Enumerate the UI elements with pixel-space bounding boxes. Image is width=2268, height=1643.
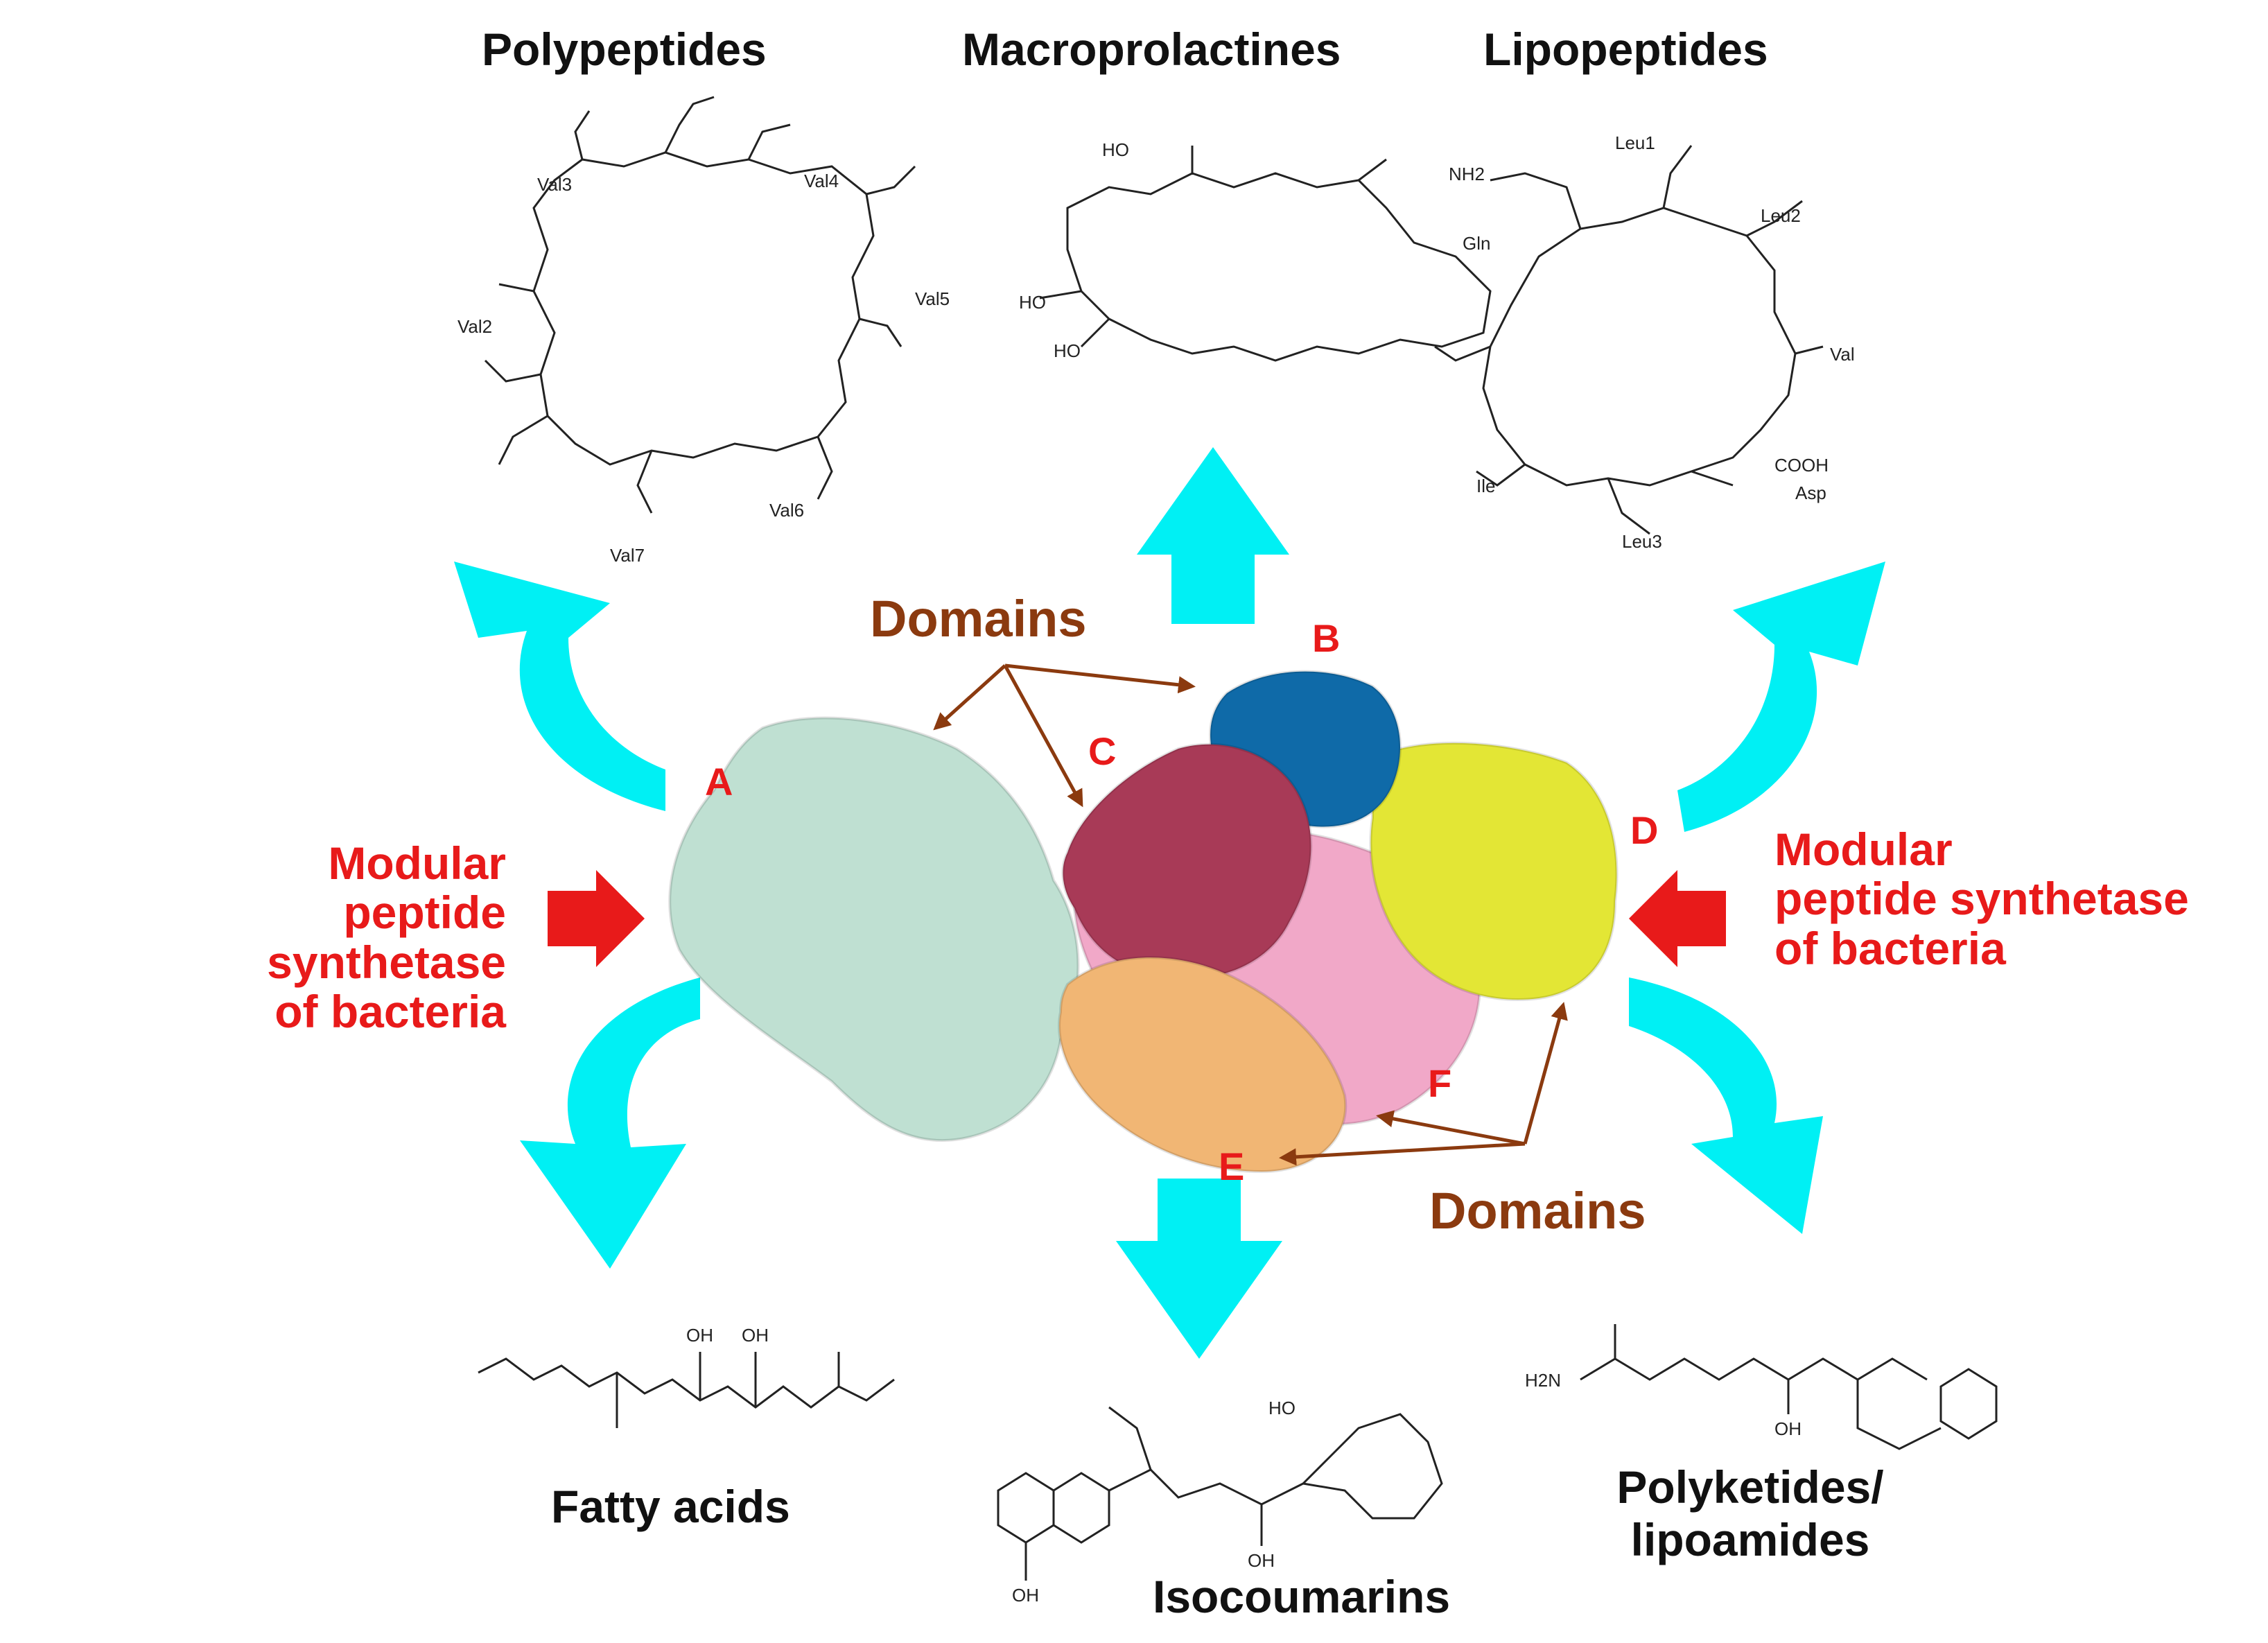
red-arrow-right (1629, 870, 1726, 967)
lipopeptides-structure: NH2 Gln Leu1 Leu2 Val Ile COOH Asp Leu3 (1434, 132, 1855, 552)
pointer-to-C (1003, 664, 1083, 808)
modular-label-left: Modular peptide synthetase of bacteria (118, 837, 506, 1037)
label-iso-oh-2: OH (1248, 1550, 1275, 1571)
pointer-to-A (933, 664, 1006, 731)
label-domains-bottom: Domains (1429, 1182, 1646, 1240)
label-polyketides-line2: lipoamides (1630, 1513, 1870, 1565)
label-iso-ho: HO (1268, 1398, 1296, 1418)
arrow-curve-upper-right (1677, 562, 1885, 832)
label-h2n: H2N (1525, 1370, 1561, 1391)
isocoumarins-structure: HO OH OH (997, 1398, 1443, 1606)
label-cooh: COOH (1774, 455, 1829, 476)
modular-right-line2: peptide synthetase (1774, 873, 2189, 925)
pointer-to-D (1523, 1002, 1568, 1145)
label-leu1: Leu1 (1615, 132, 1655, 153)
domain-D-shape (1369, 741, 1619, 1001)
polypeptides-structure: Val3 Val4 Val5 Val2 Val6 Val7 (457, 96, 950, 566)
domain-letter-F: F (1428, 1061, 1452, 1105)
label-val3: Val3 (537, 174, 572, 195)
modular-right-line1: Modular (1774, 824, 1953, 875)
domain-letter-D: D (1630, 808, 1659, 852)
label-val7: Val7 (610, 545, 645, 566)
modular-left-line1: Modular (328, 837, 506, 889)
label-leu3: Leu3 (1622, 531, 1662, 552)
domain-letter-E: E (1219, 1145, 1245, 1188)
label-val4: Val4 (804, 171, 839, 191)
label-polyketides-line1: Polyketides/ (1616, 1461, 1884, 1513)
modular-label-right: Modular peptide synthetase of bacteria (1774, 824, 2260, 974)
red-arrow-left (548, 870, 645, 967)
arrow-up-center (1137, 447, 1289, 624)
modular-left-line2: peptide synthetase (267, 887, 506, 988)
label-gln: Gln (1463, 233, 1490, 254)
macroprolactines-structure: HO HO HO (1019, 139, 1492, 362)
domain-letter-B: B (1312, 616, 1341, 660)
arrow-curve-lower-left (520, 977, 700, 1269)
label-leu2: Leu2 (1761, 205, 1801, 226)
label-ho-3: HO (1054, 340, 1081, 361)
domain-C-shape (1061, 742, 1313, 980)
label-lipopeptides: Lipopeptides (1483, 24, 1768, 75)
label-val5: Val5 (915, 288, 950, 309)
pointer-to-F (1376, 1110, 1526, 1146)
label-val2: Val2 (457, 316, 492, 337)
polyketides-structure: H2N OH (1525, 1324, 1998, 1450)
domain-A-shape (668, 716, 1080, 1142)
label-fatty-acids: Fatty acids (551, 1481, 790, 1532)
label-iso-oh-1: OH (1012, 1585, 1039, 1606)
label-oh-2: OH (742, 1325, 769, 1346)
label-macroprolactines: Macroprolactines (962, 24, 1341, 75)
domain-letter-C: C (1088, 729, 1117, 773)
arrow-curve-lower-right (1629, 977, 1823, 1234)
modular-left-line3: of bacteria (274, 985, 506, 1037)
label-val6: Val6 (769, 500, 804, 521)
label-nh2: NH2 (1449, 164, 1485, 184)
label-asp: Asp (1795, 483, 1826, 503)
domain-E-shape (1058, 956, 1347, 1174)
arrow-curve-upper-left (454, 562, 665, 811)
label-oh-1: OH (686, 1325, 713, 1346)
pointer-to-B (1004, 663, 1196, 694)
modular-right-line3: of bacteria (1774, 922, 2006, 974)
label-pk-oh: OH (1774, 1418, 1802, 1439)
label-val: Val (1830, 344, 1855, 365)
domain-letter-A: A (705, 760, 733, 803)
label-isocoumarins: Isocoumarins (1153, 1571, 1451, 1622)
label-domains-top: Domains (870, 590, 1087, 647)
protein-structure (668, 670, 1619, 1174)
label-ho-2: HO (1019, 292, 1046, 313)
domain-pointers-bottom (1279, 1002, 1568, 1166)
label-polypeptides: Polypeptides (482, 24, 767, 75)
domain-pointers-top (933, 663, 1196, 808)
label-ile: Ile (1476, 476, 1495, 496)
fatty-acids-structure: OH OH (478, 1325, 895, 1428)
arrow-down-center (1116, 1179, 1282, 1359)
pointer-to-E (1279, 1142, 1526, 1166)
label-ho-1: HO (1102, 139, 1129, 160)
label-polyketides: Polyketides/ lipoamides (1612, 1461, 1889, 1567)
